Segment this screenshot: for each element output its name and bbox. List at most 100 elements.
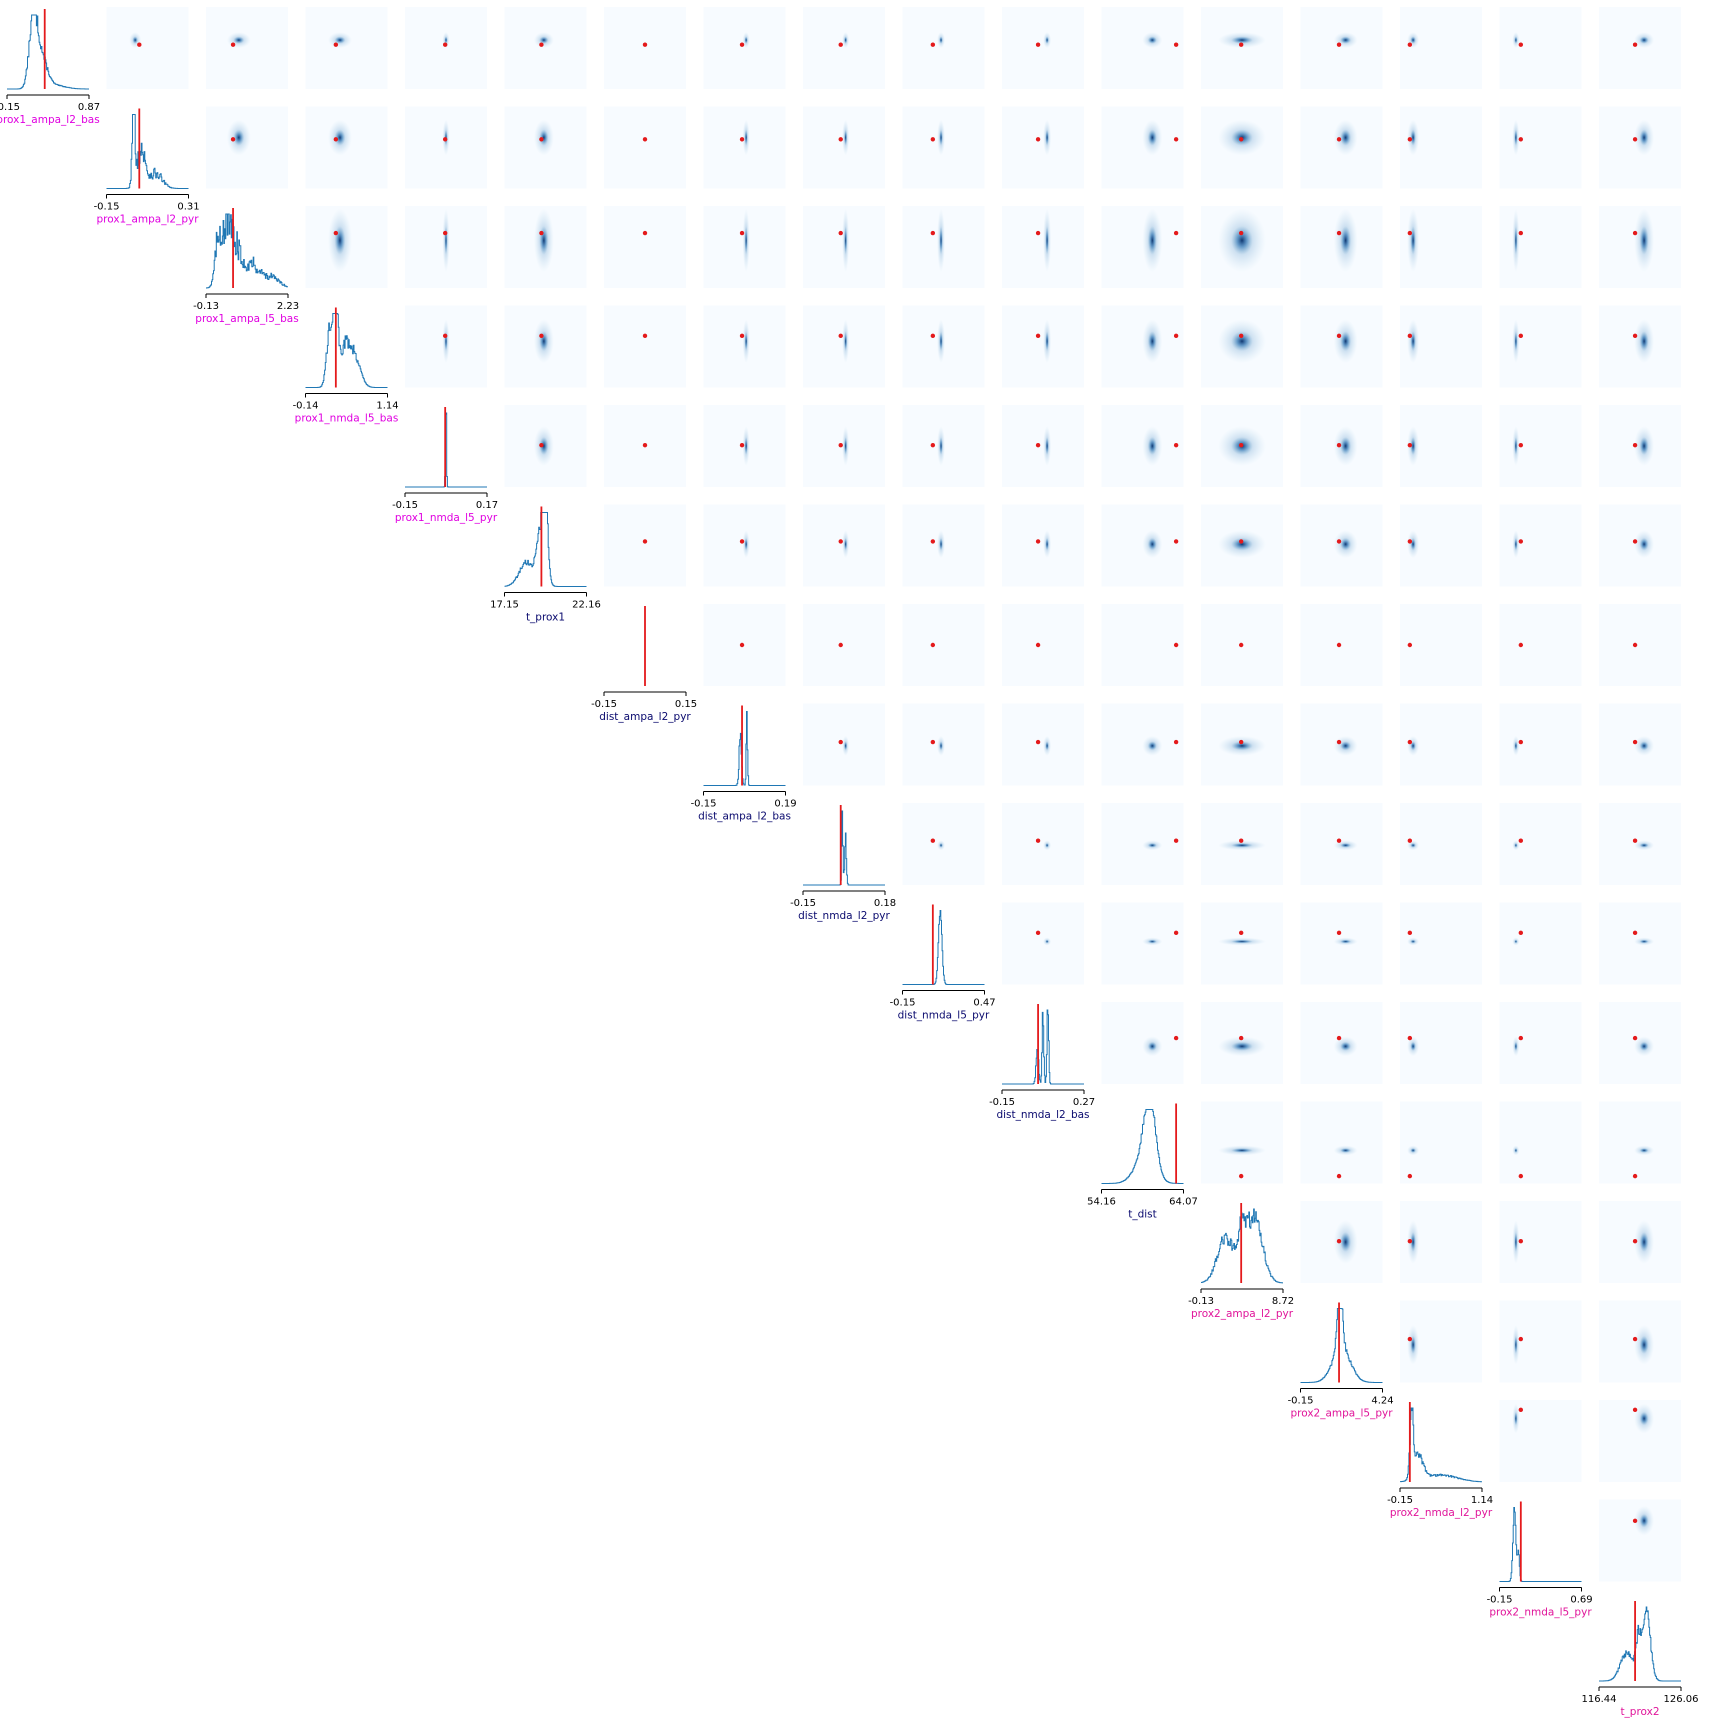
- true-value-point: [1336, 1173, 1342, 1179]
- density-blob: [939, 741, 943, 751]
- density-blob: [1231, 331, 1253, 352]
- density-blob: [1340, 1232, 1352, 1252]
- joint-prox1_ampa_l5_bas-prox1_nmda_l5_bas: [305, 206, 388, 288]
- joint-prox1_ampa_l2_pyr-prox2_ampa_l5_pyr: [1300, 106, 1383, 189]
- true-value-point: [838, 642, 843, 648]
- true-value-point: [1173, 137, 1179, 142]
- density-blob: [939, 129, 943, 146]
- density-blob: [1231, 537, 1253, 551]
- density-blob: [1340, 129, 1352, 146]
- density-blob: [1340, 436, 1352, 456]
- density-blob: [539, 225, 549, 255]
- joint-prox1_ampa_l2_bas-prox2_nmda_l5_pyr: [1499, 7, 1582, 89]
- joint-prox1_nmda_l5_pyr-dist_ampa_l2_bas: [703, 405, 786, 487]
- true-value-point: [838, 137, 843, 142]
- tick-label-max-t_dist: 64.07: [1169, 1197, 1198, 1208]
- joint-background: [803, 604, 885, 686]
- joint-prox1_ampa_l2_pyr-prox1_nmda_l5_pyr: [405, 106, 487, 189]
- density-blob: [132, 36, 138, 44]
- joint-background: [1599, 1101, 1681, 1184]
- joint-dist_nmda_l5_pyr-prox2_ampa_l2_pyr: [1201, 902, 1283, 985]
- true-value-point: [739, 333, 745, 339]
- tick-label-max-prox1_ampa_l2_bas: 0.87: [78, 102, 100, 113]
- density-blob: [1147, 436, 1157, 456]
- joint-background: [1101, 106, 1184, 189]
- true-value-point: [1336, 838, 1342, 843]
- density-blob: [844, 436, 848, 456]
- true-value-point: [1407, 1173, 1413, 1179]
- density-blob: [1639, 436, 1649, 456]
- density-blob: [1045, 225, 1049, 255]
- joint-prox1_ampa_l2_bas-dist_nmda_l5_pyr: [902, 7, 985, 89]
- joint-prox1_ampa_l2_bas-dist_nmda_l2_bas: [1002, 7, 1084, 89]
- density-blob: [939, 225, 943, 255]
- joint-dist_nmda_l5_pyr-prox2_ampa_l5_pyr: [1300, 902, 1383, 985]
- density-blob: [1340, 1148, 1352, 1153]
- joint-prox1_ampa_l5_bas-dist_nmda_l5_pyr: [902, 206, 985, 288]
- joint-prox2_ampa_l5_pyr-prox2_nmda_l5_pyr: [1499, 1300, 1582, 1383]
- density-blob: [1410, 36, 1416, 44]
- true-value-point: [1407, 442, 1413, 448]
- joint-dist_ampa_l2_bas-dist_nmda_l2_bas: [1002, 703, 1084, 786]
- true-value-point: [1407, 137, 1413, 142]
- joint-background: [206, 7, 288, 89]
- joint-dist_ampa_l2_bas-prox2_ampa_l2_pyr: [1201, 703, 1283, 786]
- param-label-dist_nmda_l2_bas: dist_nmda_l2_bas: [996, 1109, 1089, 1121]
- tick-label-min-prox1_ampa_l5_bas: -0.13: [193, 301, 219, 312]
- density-blob: [539, 436, 549, 456]
- joint-prox1_nmda_l5_pyr-dist_ampa_l2_pyr: [604, 405, 686, 487]
- true-value-point: [739, 642, 745, 648]
- true-value-point: [1238, 442, 1244, 448]
- density-blob: [1147, 129, 1157, 146]
- joint-dist_nmda_l5_pyr-prox2_nmda_l2_pyr: [1400, 902, 1482, 985]
- joint-prox1_ampa_l5_bas-t_prox2: [1599, 206, 1681, 288]
- true-value-point: [1035, 739, 1041, 745]
- joint-dist_nmda_l2_pyr-t_prox2: [1599, 803, 1681, 885]
- true-value-point: [838, 442, 843, 448]
- density-blob: [1147, 537, 1157, 551]
- joint-prox1_ampa_l2_bas-dist_nmda_l2_pyr: [803, 7, 885, 89]
- true-value-point: [1238, 539, 1244, 544]
- density-blob: [1514, 1148, 1518, 1153]
- density-blob: [444, 36, 448, 44]
- true-value-point: [1238, 642, 1244, 648]
- joint-dist_nmda_l5_pyr-t_dist: [1101, 902, 1184, 985]
- tick-label-min-t_prox2: 116.44: [1582, 1694, 1617, 1705]
- joint-background: [1002, 405, 1084, 487]
- joint-dist_nmda_l2_pyr-dist_nmda_l5_pyr: [902, 803, 985, 885]
- tick-label-min-prox2_nmda_l5_pyr: -0.15: [1487, 1595, 1513, 1606]
- true-value-point: [642, 42, 648, 47]
- density-blob: [844, 331, 848, 352]
- joint-background: [1002, 106, 1084, 189]
- joint-dist_ampa_l2_pyr-t_prox2: [1599, 604, 1681, 686]
- joint-prox1_ampa_l2_pyr-t_prox2: [1599, 106, 1681, 189]
- true-value-point: [1238, 1035, 1244, 1041]
- density-blob: [844, 225, 848, 255]
- density-blob: [1514, 843, 1518, 848]
- joint-prox1_ampa_l2_bas-prox2_nmda_l2_pyr: [1400, 7, 1482, 89]
- density-blob: [1410, 1041, 1416, 1051]
- joint-background: [604, 206, 686, 288]
- true-value-point: [333, 230, 339, 236]
- true-value-point: [1632, 442, 1638, 448]
- joint-background: [1499, 1400, 1582, 1482]
- true-value-point: [1632, 1407, 1638, 1413]
- joint-dist_nmda_l2_pyr-dist_nmda_l2_bas: [1002, 803, 1084, 885]
- true-value-point: [1238, 333, 1244, 339]
- density-blob: [334, 36, 346, 44]
- density-blob: [1340, 741, 1352, 751]
- density-blob: [1231, 225, 1253, 255]
- joint-background: [1499, 1101, 1582, 1184]
- true-value-point: [739, 442, 745, 448]
- density-blob: [539, 36, 549, 44]
- density-blob: [1410, 939, 1416, 944]
- density-blob: [939, 331, 943, 352]
- true-value-point: [1518, 838, 1524, 843]
- joint-dist_ampa_l2_bas-dist_nmda_l5_pyr: [902, 703, 985, 786]
- density-blob: [1639, 1041, 1649, 1051]
- true-value-point: [1173, 539, 1179, 544]
- true-value-point: [1518, 1407, 1524, 1413]
